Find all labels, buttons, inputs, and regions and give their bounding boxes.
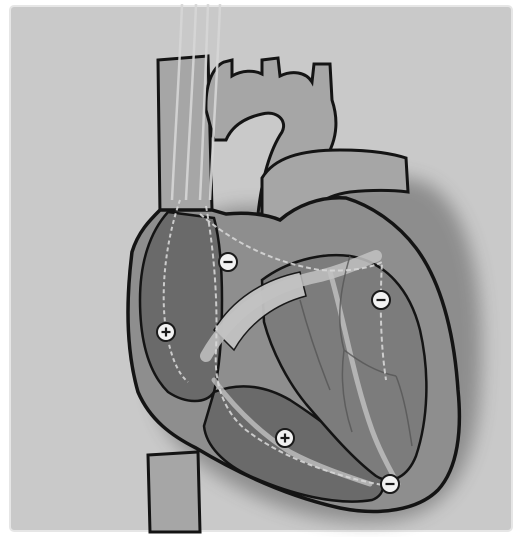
- marker-right-ventricle: [276, 429, 294, 447]
- marker-sa-node: [219, 253, 237, 271]
- marker-apex: [381, 475, 399, 493]
- marker-left-ventricle-upper: [372, 291, 390, 309]
- inferior-vena-cava: [148, 452, 200, 532]
- marker-right-atrium: [157, 323, 175, 341]
